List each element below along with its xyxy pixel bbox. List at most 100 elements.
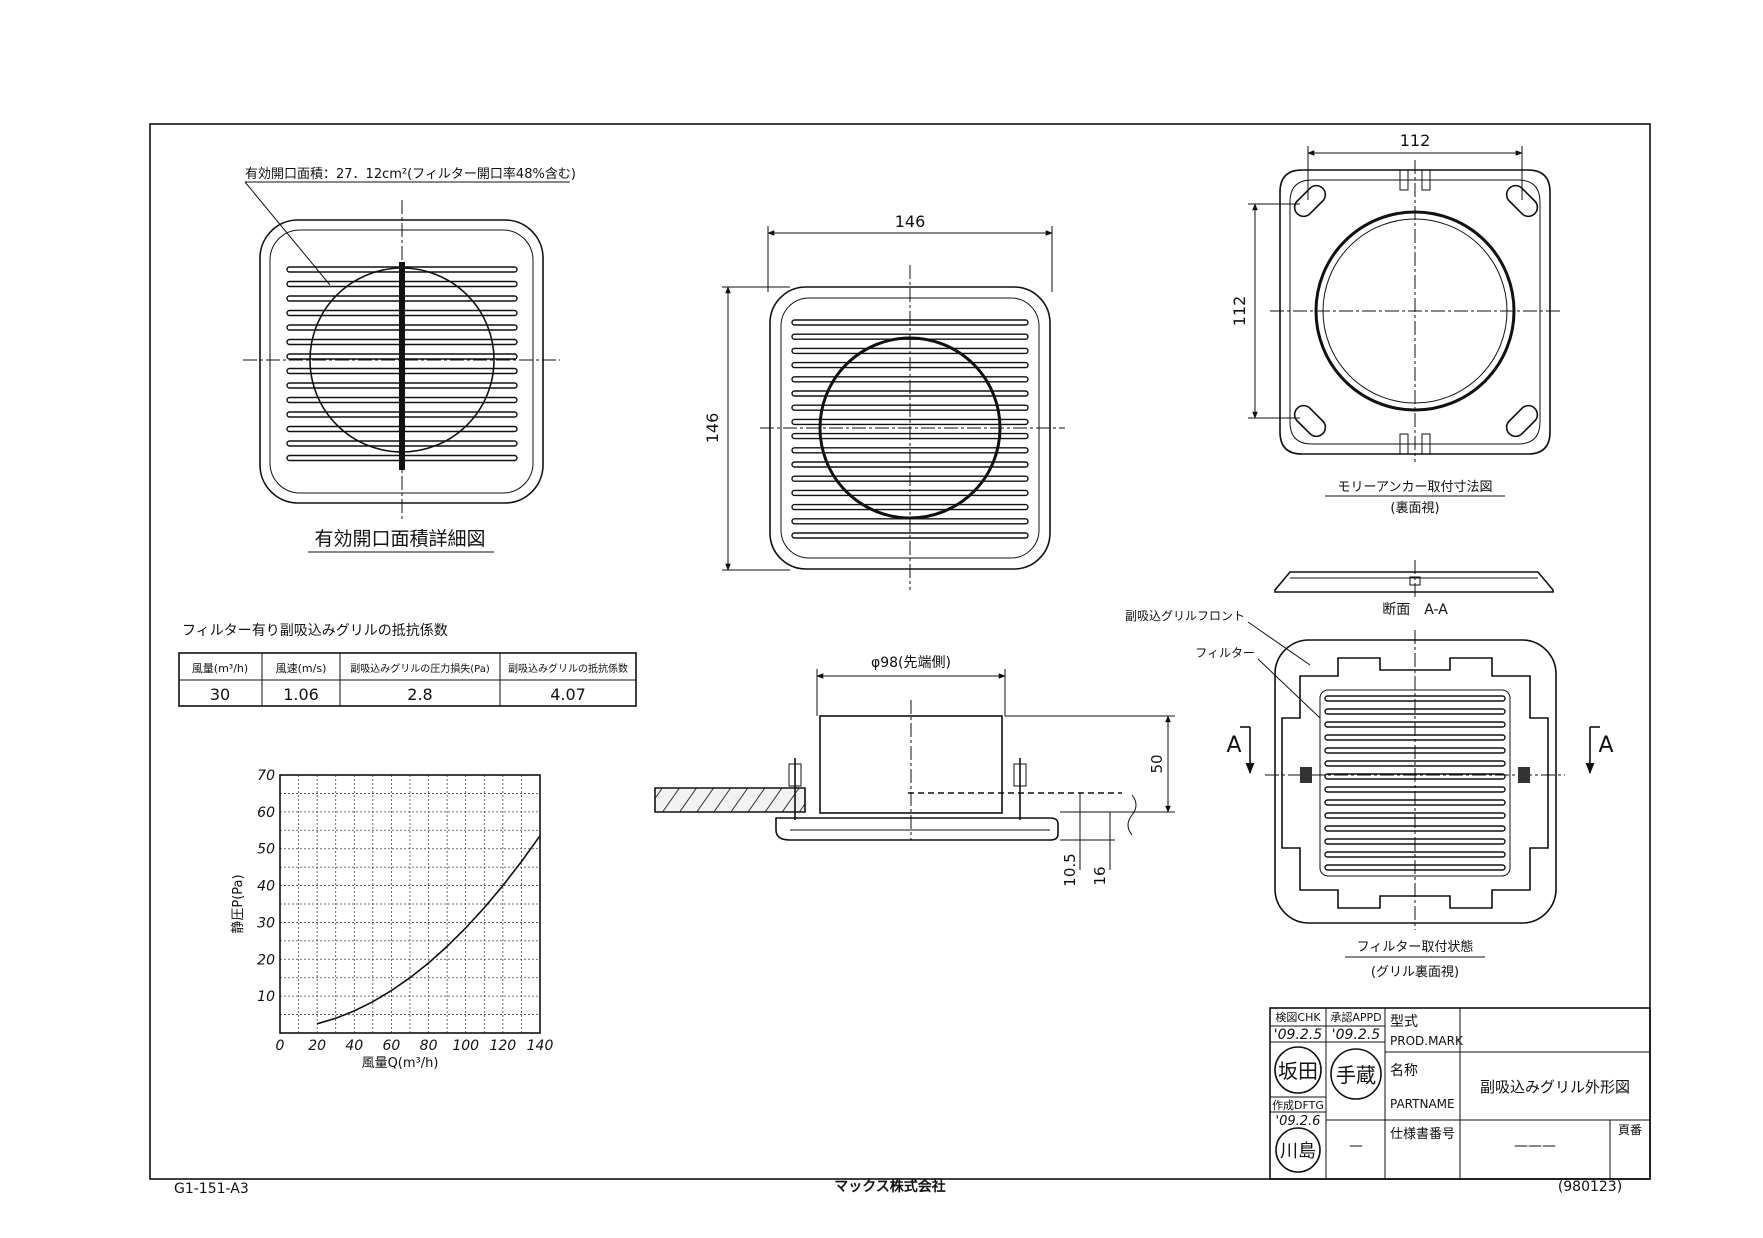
chart-x-tick-label: 120 bbox=[489, 1038, 516, 1054]
chart-x-tick-label: 60 bbox=[383, 1038, 401, 1054]
chart-series-line bbox=[316, 835, 541, 1025]
dim-b: 16 bbox=[1091, 866, 1109, 885]
chart-x-tick-label: 80 bbox=[420, 1038, 438, 1054]
anchor-nut-left bbox=[788, 763, 802, 787]
chart-y-tick-label: 30 bbox=[257, 915, 275, 931]
tb-dftg-stamp bbox=[1275, 1127, 1321, 1173]
louver-slat bbox=[791, 418, 1029, 426]
anchor-notch-top bbox=[1399, 170, 1431, 191]
tb-appd-stamp bbox=[1330, 1048, 1382, 1100]
leader-filter bbox=[1257, 658, 1321, 719]
sheet-border bbox=[149, 123, 1651, 1180]
table-cell-resistance: 4.07 bbox=[550, 685, 586, 704]
filter-installation-view: 副吸込グリルフロント フィルター A A フィルター取付状態 (グリル裏面視) bbox=[1125, 609, 1614, 980]
anchor-mounting-view: 112 112 モリーアンカー取付寸法図 (裏面視) bbox=[1230, 131, 1562, 516]
anchor-slot-top-left bbox=[1293, 184, 1327, 218]
anchor-plate-inner bbox=[1289, 179, 1541, 445]
ceiling-board bbox=[654, 787, 806, 813]
table-cell-airflow: 30 bbox=[210, 685, 230, 704]
company-name: マックス株式会社 bbox=[834, 1178, 946, 1195]
tb-name-label-en: PARTNAME bbox=[1390, 1097, 1455, 1111]
chart-plot-frame bbox=[279, 774, 541, 1034]
chart-grid bbox=[280, 775, 540, 1033]
anchor-plate-outline bbox=[1279, 169, 1551, 455]
anchor-slot-bottom-left bbox=[1293, 404, 1327, 438]
chart-y-tick-label: 70 bbox=[257, 768, 275, 784]
chart-x-tick-label: 100 bbox=[452, 1038, 479, 1054]
section-profile-outer bbox=[1274, 571, 1554, 593]
sheet-code: G1-151-A3 bbox=[174, 1181, 249, 1197]
tb-chk-stamp bbox=[1274, 1046, 1322, 1094]
chart-x-axis-label: 風量Q(m³/h) bbox=[362, 1056, 439, 1071]
leader-grille-front bbox=[1247, 621, 1311, 666]
diameter-dim: φ98(先端側) bbox=[871, 655, 951, 671]
anchor-notch-bottom bbox=[1399, 433, 1431, 454]
tb-model-label: 型式 bbox=[1390, 1014, 1418, 1030]
depth-dim: 50 bbox=[1148, 754, 1166, 773]
tb-spec-value: ——— bbox=[1514, 1138, 1556, 1154]
chart-x-tick-label: 0 bbox=[276, 1038, 285, 1054]
table-header-airflow: 風量(m³/h) bbox=[192, 662, 248, 675]
chart-x-tick-label: 40 bbox=[345, 1038, 363, 1054]
tb-name-value: 副吸込みグリル外形図 bbox=[1480, 1078, 1630, 1096]
anchor-slots bbox=[1293, 184, 1539, 438]
tb-appd-date: '09.2.5 bbox=[1332, 1027, 1380, 1043]
chart-y-tick-label: 20 bbox=[257, 952, 275, 968]
title-block: 検図CHK 承認APPD '09.2.5 '09.2.5 坂田 手蔵 作成DFT… bbox=[1269, 1007, 1651, 1180]
anchor-slot-bottom-right bbox=[1505, 404, 1539, 438]
front-height-dim: 146 bbox=[703, 413, 722, 444]
filter-frame-outline bbox=[1281, 657, 1549, 909]
opening-area-detail: 有効開口面積：27．12cm²(フィルター開口率48%含む) 有効開口面積詳細図 bbox=[243, 166, 576, 553]
duct-spigot bbox=[819, 715, 1003, 814]
section-a-a: 断面 A-A bbox=[1274, 560, 1554, 618]
break-mark bbox=[1127, 794, 1137, 836]
table-header-velocity: 風速(m/s) bbox=[276, 662, 327, 675]
table-title: フィルター有り副吸込みグリルの抵抗係数 bbox=[182, 623, 448, 639]
grille-flange bbox=[775, 817, 1059, 841]
label-filter: フィルター bbox=[1195, 646, 1255, 660]
tb-model-label-en: PROD.MARK bbox=[1390, 1034, 1464, 1048]
tb-spec-label: 仕様書番号 bbox=[1390, 1127, 1455, 1142]
chart-x-tick-label: 20 bbox=[308, 1038, 326, 1054]
opening-detail-caption: 有効開口面積詳細図 bbox=[314, 528, 485, 550]
anchor-slot-top-right bbox=[1505, 184, 1539, 218]
tb-dftg-label: 作成DFTG bbox=[1272, 1099, 1324, 1112]
filter-view-subcaption: (グリル裏面視) bbox=[1371, 965, 1459, 980]
tb-chk-stamp-text: 坂田 bbox=[1278, 1059, 1318, 1083]
document-number: (980123) bbox=[1558, 1179, 1622, 1195]
dim-a: 10.5 bbox=[1061, 853, 1079, 886]
opening-area-callout: 有効開口面積：27．12cm²(フィルター開口率48%含む) bbox=[245, 166, 576, 182]
tb-chk-date: '09.2.5 bbox=[1274, 1027, 1322, 1043]
table-cell-velocity: 1.06 bbox=[283, 685, 319, 704]
tb-dftg-dash: — bbox=[1349, 1138, 1363, 1154]
chart-y-axis-label: 静圧P(Pa) bbox=[231, 874, 246, 933]
filter-clip-left bbox=[1300, 767, 1312, 783]
chart-y-tick-label: 60 bbox=[257, 805, 275, 821]
side-view: φ98(先端側) 50 10.5 16 bbox=[654, 655, 1175, 887]
filter-view-caption: フィルター取付状態 bbox=[1357, 939, 1474, 955]
front-view: 146 146 bbox=[703, 212, 1065, 590]
section-caption: 断面 A-A bbox=[1382, 602, 1448, 618]
chart-y-tick-label: 40 bbox=[257, 879, 275, 895]
table-header-pressure-loss: 副吸込みグリルの圧力損失(Pa) bbox=[350, 662, 490, 675]
louver-slat bbox=[1324, 760, 1506, 767]
anchor-view-caption: モリーアンカー取付寸法図 bbox=[1338, 480, 1493, 495]
tb-dftg-date: '09.2.6 bbox=[1276, 1114, 1321, 1129]
chart-y-tick-label: 10 bbox=[257, 989, 275, 1005]
table-header-resistance: 副吸込みグリルの抵抗係数 bbox=[508, 662, 628, 675]
tb-appd-label: 承認APPD bbox=[1330, 1010, 1381, 1024]
tb-chk-label: 検図CHK bbox=[1275, 1010, 1321, 1024]
anchor-nut-right bbox=[1013, 763, 1027, 787]
tb-name-label: 名称 bbox=[1390, 1063, 1418, 1079]
label-grille-front: 副吸込グリルフロント bbox=[1125, 609, 1245, 623]
section-mark-left: A bbox=[1226, 733, 1241, 758]
tb-appd-stamp-text: 手蔵 bbox=[1336, 1063, 1376, 1087]
tb-dftg-stamp-text: 川島 bbox=[1280, 1141, 1316, 1162]
chart-x-tick-label: 140 bbox=[527, 1038, 554, 1054]
anchor-view-subcaption: (裏面視) bbox=[1390, 501, 1439, 516]
anchor-height-dim: 112 bbox=[1230, 296, 1249, 327]
opening-center-rib bbox=[399, 262, 405, 470]
